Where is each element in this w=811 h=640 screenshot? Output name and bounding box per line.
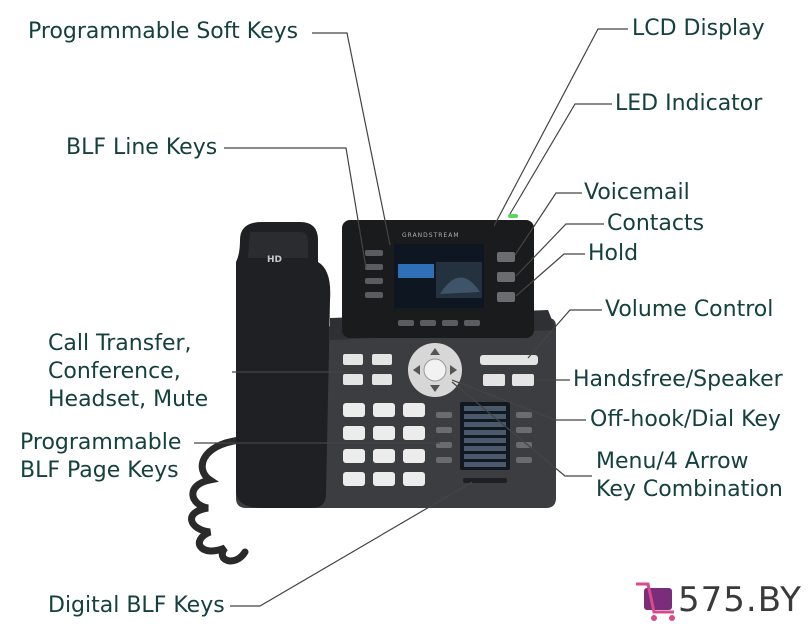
label-voicemail: Voicemail	[584, 180, 690, 205]
blf-screen-rows	[464, 406, 506, 467]
blf-screen	[460, 402, 510, 470]
phone-brand: GRANDSTREAM	[402, 232, 460, 239]
label-programmable-soft-keys: Programmable Soft Keys	[28, 19, 299, 44]
hold-key	[497, 292, 515, 302]
label-digital-blf-keys: Digital BLF Keys	[48, 593, 225, 618]
volume-key	[480, 355, 538, 365]
nav-ok-button	[423, 358, 447, 382]
handset-cord	[188, 436, 249, 565]
label-call-transfer: Call Transfer, Conference, Headset, Mute	[48, 330, 208, 414]
cart-logo-icon	[636, 582, 675, 621]
label-hold: Hold	[588, 241, 639, 266]
label-blf-line-keys: BLF Line Keys	[66, 135, 218, 160]
keypad	[343, 403, 425, 486]
watermark-logo-text: 575.BY	[678, 580, 802, 620]
label-call-transfer-line-2: Conference,	[48, 359, 181, 384]
handset-highlight	[248, 232, 308, 258]
speaker-key	[512, 374, 534, 386]
screen-key-left-3	[365, 278, 383, 284]
handset-hd-mark: HD	[267, 255, 283, 265]
label-menu-line-2: Key Combination	[596, 477, 783, 502]
nav-left-arrow	[413, 365, 420, 375]
label-volume-control: Volume Control	[605, 297, 774, 322]
offhook-key	[483, 374, 505, 386]
label-lcd-display: LCD Display	[632, 16, 765, 41]
screen-key-left-2	[365, 264, 383, 270]
label-blf-page-keys: Programmable BLF Page Keys	[20, 429, 181, 485]
soft-key-4	[464, 320, 480, 326]
contacts-key	[497, 272, 515, 282]
blf-page-keys	[436, 412, 532, 463]
label-blf-page-keys-line-1: Programmable	[20, 430, 182, 455]
label-contacts: Contacts	[607, 211, 705, 236]
conference-key	[372, 354, 392, 365]
voicemail-key	[497, 252, 515, 262]
handset	[236, 222, 331, 508]
label-call-transfer-line-1: Call Transfer,	[48, 331, 192, 356]
leader-lines	[194, 28, 628, 607]
soft-key-2	[420, 320, 436, 326]
screen-key-left-1	[365, 250, 383, 256]
label-led-indicator: LED Indicator	[615, 91, 763, 116]
label-call-transfer-line-3: Headset, Mute	[48, 387, 209, 412]
soft-key-3	[442, 320, 458, 326]
lcd-wallpaper-shape	[440, 277, 480, 294]
lcd-highlight-row	[398, 264, 434, 278]
label-blf-page-keys-line-2: BLF Page Keys	[20, 458, 179, 483]
label-menu-line-1: Menu/4 Arrow	[596, 449, 749, 474]
nav-up-arrow	[430, 348, 440, 355]
soft-key-1	[398, 320, 414, 326]
label-offhook-dial-key: Off-hook/Dial Key	[590, 407, 781, 432]
label-menu-arrow-keys: Menu/4 Arrow Key Combination	[596, 448, 783, 504]
nav-right-arrow	[450, 365, 457, 375]
mute-key	[372, 374, 392, 385]
headset-key	[343, 374, 363, 385]
transfer-key	[343, 354, 363, 365]
screen-key-left-4	[365, 292, 383, 298]
blf-page-bar	[463, 478, 507, 483]
nav-down-arrow	[430, 385, 440, 392]
label-handsfree-speaker: Handsfree/Speaker	[573, 367, 783, 392]
led-indicator	[508, 214, 518, 218]
